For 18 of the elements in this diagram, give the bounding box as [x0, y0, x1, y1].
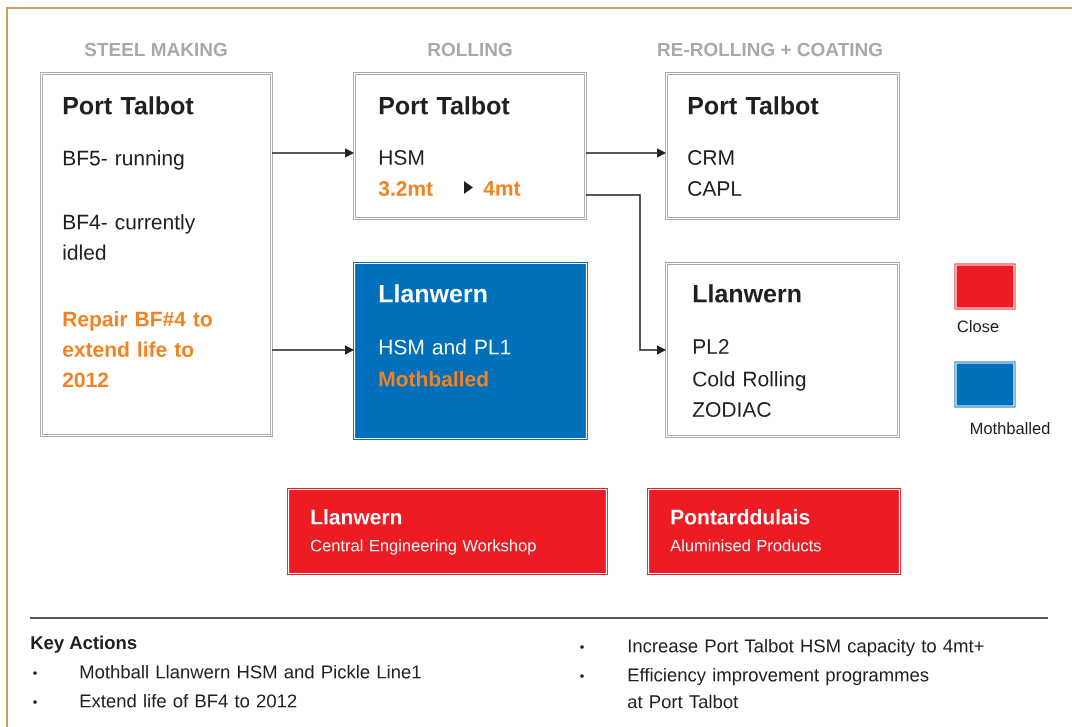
process-box: Llanwern PL2 Cold Rolling ZODIAC: [665, 262, 900, 438]
arrow: [271, 345, 354, 355]
bullet-item: Extend life of BF4 to 2012: [80, 693, 297, 708]
arrow: [271, 148, 354, 158]
bullet-item: Mothball Llanwern HSM and Pickle Line1: [80, 664, 421, 679]
process-box: Port Talbot BF5- running BF4- currently idled Repair BF#4 to extend life to 2012: [40, 72, 273, 437]
process-box: Port Talbot CRM CAPL: [665, 72, 900, 220]
bullet-item: Efficiency improvement programmes at Port Talbot: [628, 667, 929, 709]
legend-label: Mothballed: [971, 422, 1050, 435]
section-heading: Key Actions: [31, 635, 137, 653]
arrow: [585, 194, 666, 355]
bullet-item: Increase Port Talbot HSM capacity to 4mt+: [628, 638, 984, 657]
process-box: Llanwern HSM and PL1 Mothballed: [353, 262, 588, 440]
legend-label: Close: [957, 320, 999, 333]
site-box: Llanwern Central Engineering Workshop: [287, 488, 608, 575]
arrow: [585, 148, 666, 158]
site-box: Pontarddulais Aluminised Products: [647, 488, 901, 575]
process-box: Port Talbot HSM 3.2mt 4mt: [353, 72, 587, 220]
